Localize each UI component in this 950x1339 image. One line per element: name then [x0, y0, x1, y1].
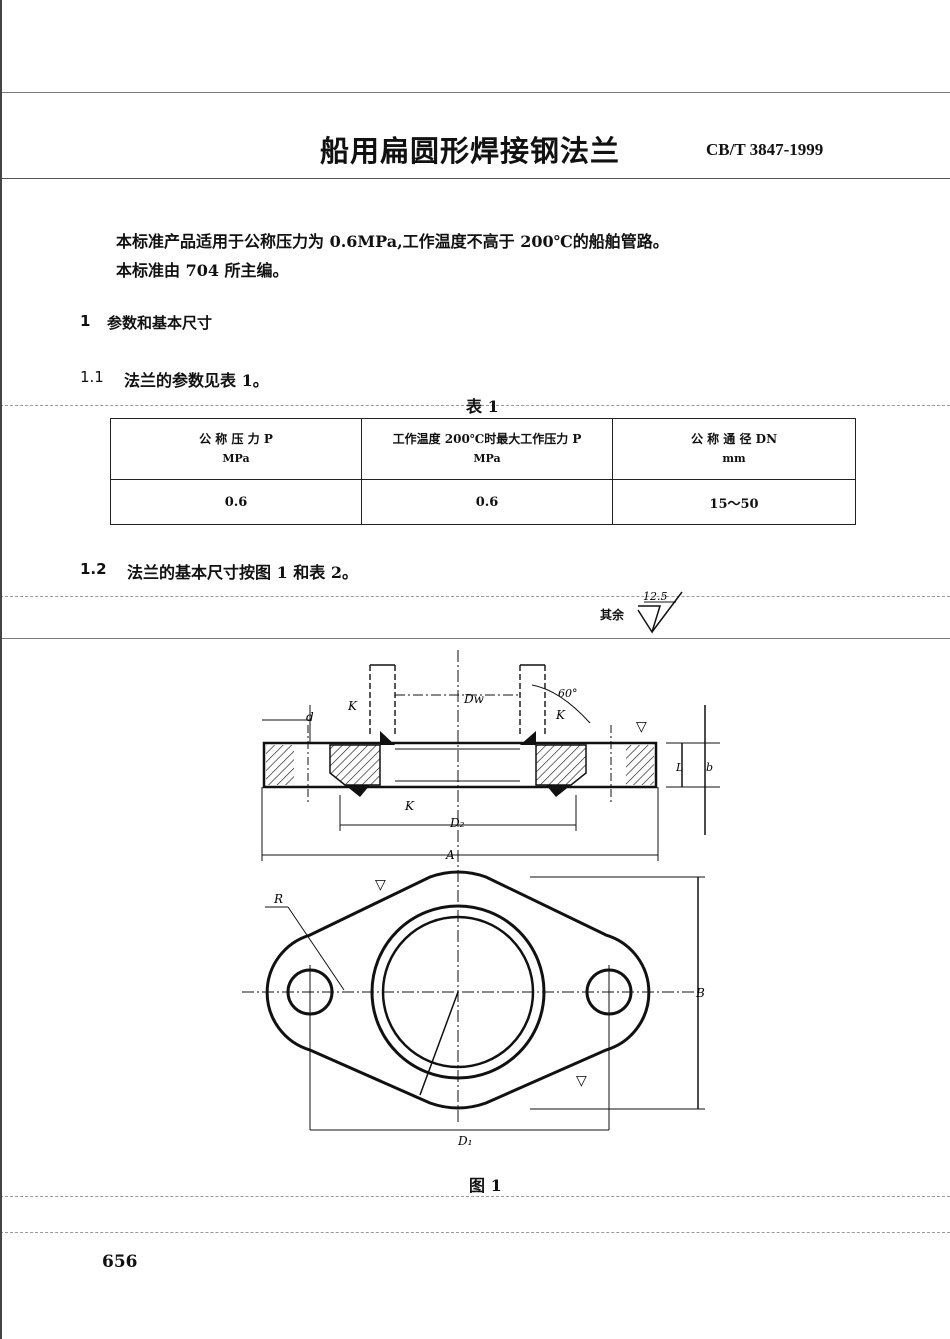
dim-label-b: b	[706, 761, 713, 774]
flange-section-view: d K K K Dw 60° L b D₂ ▽	[261, 650, 720, 861]
table-header-cell: 公 称 压 力 P MPa	[110, 418, 362, 480]
dim-label-l: L	[675, 761, 683, 774]
rough-symbol-icon: ▽	[576, 1073, 587, 1089]
header-rule	[0, 178, 950, 179]
table-1: 公 称 压 力 P MPa 工作温度 200℃时最大工作压力 P MPa 公 称…	[110, 418, 856, 525]
dim-label-angle: 60°	[558, 687, 578, 700]
roughness-symbol-icon: 12.5	[637, 590, 683, 634]
column-label: 公 称 压 力 P	[199, 432, 273, 446]
dim-label-d: d	[306, 710, 314, 724]
dim-label-k: K	[347, 699, 358, 713]
dim-label-r: R	[273, 892, 283, 906]
section-1-1-text: 法兰的参数见表 1。	[124, 371, 269, 390]
section-1-title: 参数和基本尺寸	[107, 314, 213, 332]
flange-plan-view: A R B D₁ ▽ ▽	[242, 848, 705, 1148]
dim-label-b-width: B	[695, 986, 705, 1000]
intro-line-2: 本标准由 704 所主编。	[116, 261, 289, 280]
table-cell: 15～50	[612, 479, 856, 525]
section-1-2-text: 法兰的基本尺寸按图 1 和表 2。	[127, 563, 358, 582]
figure-1-drawing: d K K K Dw 60° L b D₂ ▽ A	[242, 650, 720, 1148]
top-rule	[0, 92, 950, 93]
column-unit: MPa	[222, 452, 250, 465]
scan-line	[0, 1196, 950, 1197]
section-1-2-number: 1.2	[80, 560, 107, 578]
scan-line	[0, 638, 950, 639]
table-row: 0.6 0.6 15～50	[110, 479, 856, 525]
rough-symbol-icon: ▽	[636, 719, 647, 735]
intro-line-1: 本标准产品适用于公称压力为 0.6MPa,工作温度不高于 200℃的船舶管路。	[116, 232, 669, 251]
table-1-caption: 表 1	[466, 397, 499, 416]
table-header-row: 公 称 压 力 P MPa 工作温度 200℃时最大工作压力 P MPa 公 称…	[110, 418, 856, 480]
table-cell: 0.6	[361, 479, 613, 525]
table-header-cell: 公 称 通 径 DN mm	[612, 418, 856, 480]
dim-label-d1: D₁	[457, 1134, 472, 1148]
roughness-value: 12.5	[643, 590, 668, 603]
rough-symbol-icon: ▽	[375, 877, 386, 893]
dim-label-d2: D₂	[449, 816, 465, 830]
standard-code: CB/T 3847-1999	[706, 140, 824, 159]
dim-label-dw: Dw	[463, 692, 485, 706]
page-number: 656	[102, 1252, 138, 1272]
dim-label-k: K	[404, 799, 415, 813]
scan-line	[0, 405, 950, 406]
section-1-1-number: 1.1	[80, 368, 104, 386]
column-unit: mm	[722, 452, 746, 465]
table-header-cell: 工作温度 200℃时最大工作压力 P MPa	[361, 418, 613, 480]
column-unit: MPa	[473, 452, 501, 465]
column-label: 公 称 通 径 DN	[690, 432, 778, 446]
document-title: 船用扁圆形焊接钢法兰	[320, 134, 621, 168]
scan-line	[0, 1232, 950, 1233]
figure-1-caption: 图 1	[469, 1176, 502, 1195]
dim-label-a: A	[445, 848, 455, 862]
column-label: 工作温度 200℃时最大工作压力 P	[392, 432, 582, 446]
scan-line	[0, 596, 950, 597]
roughness-label: 其余	[600, 608, 625, 622]
page-edge	[0, 0, 2, 1339]
dim-label-k: K	[555, 708, 566, 722]
section-1-number: 1	[80, 312, 91, 330]
table-cell: 0.6	[110, 479, 362, 525]
